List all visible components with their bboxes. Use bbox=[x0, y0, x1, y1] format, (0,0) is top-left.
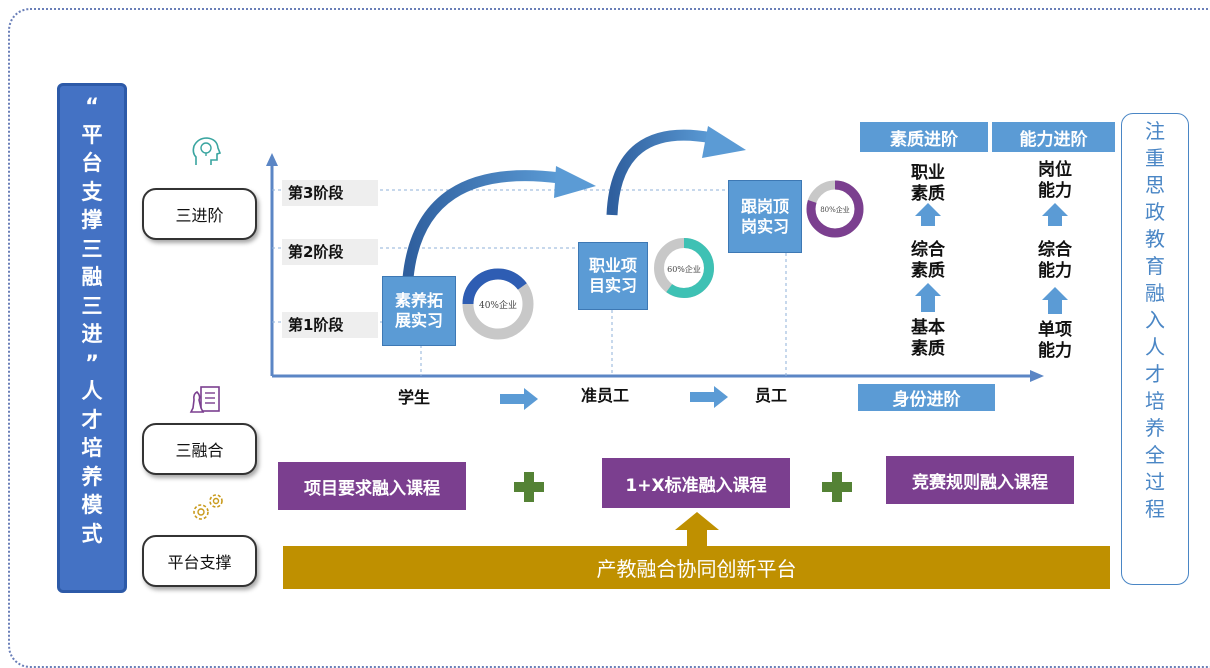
title-char: 支 bbox=[81, 179, 103, 204]
right-arrow-icon bbox=[690, 386, 728, 408]
title-char: 培 bbox=[81, 436, 103, 460]
right-char: 融 bbox=[1145, 281, 1165, 305]
chess-document-icon bbox=[189, 386, 220, 413]
ability-comprehensive: 综合能力 bbox=[1038, 240, 1072, 281]
stage1-label: 第1阶段 bbox=[282, 312, 378, 338]
title-char: 进 bbox=[81, 322, 103, 346]
1x-standard-course-box: 1+X标准融入课程 bbox=[602, 458, 790, 508]
title-char: 人 bbox=[81, 379, 103, 403]
title-char: 三 bbox=[81, 236, 103, 261]
brain-head-icon bbox=[192, 137, 222, 165]
quality-basic: 基本素质 bbox=[911, 318, 945, 359]
up-arrow-icon bbox=[915, 283, 941, 312]
curved-arrow-2 bbox=[606, 129, 714, 216]
plus-icon bbox=[822, 472, 852, 502]
three-advance-box: 三进阶 bbox=[142, 188, 257, 240]
right-char: 注 bbox=[1145, 119, 1165, 143]
donut-40: 40%企业 bbox=[462, 268, 534, 340]
donut-arc bbox=[806, 180, 864, 238]
platform-support-box: 平台支撑 bbox=[142, 535, 257, 587]
x-axis-arrowhead bbox=[1030, 370, 1044, 382]
curved-arrow-1 bbox=[402, 170, 561, 279]
project-course-box: 项目要求融入课程 bbox=[278, 462, 466, 510]
title-char: 养 bbox=[81, 464, 103, 489]
title-char: 融 bbox=[81, 265, 103, 289]
right-char: 重 bbox=[1145, 146, 1165, 170]
identity-progress-label: 身份进阶 bbox=[858, 384, 995, 411]
right-char: 培 bbox=[1145, 389, 1165, 413]
y-axis-arrowhead bbox=[266, 153, 278, 166]
up-arrow-icon bbox=[1042, 203, 1068, 226]
right-char: 才 bbox=[1145, 362, 1165, 386]
donut-80: 80%企业 bbox=[806, 180, 864, 238]
ability-post: 岗位能力 bbox=[1038, 160, 1072, 201]
donut-60: 60%企业 bbox=[654, 238, 714, 298]
right-char: 程 bbox=[1145, 497, 1165, 521]
ability-single: 单项能力 bbox=[1038, 320, 1072, 361]
right-arrow-icon bbox=[500, 388, 538, 410]
right-char: 教 bbox=[1145, 227, 1165, 251]
curved-arrow-1-head bbox=[554, 166, 596, 198]
right-char: 政 bbox=[1145, 200, 1165, 224]
title-char: 撑 bbox=[81, 208, 103, 232]
right-char: 全 bbox=[1145, 443, 1165, 467]
stage3-label: 第3阶段 bbox=[282, 180, 378, 206]
vertical-title: “ 平 台 支 撑 三 融 三 进 ” 人 才 培 养 模 式 bbox=[57, 83, 127, 593]
donut-40-label: 40%企业 bbox=[479, 299, 517, 311]
professional-project-internship-box: 职业项目实习 bbox=[578, 242, 648, 310]
post-internship-box: 跟岗顶岗实习 bbox=[728, 180, 802, 253]
title-char: 才 bbox=[81, 407, 103, 432]
up-arrow-icon bbox=[1042, 287, 1068, 314]
gears-icon bbox=[193, 494, 223, 520]
quality-comprehensive: 综合素质 bbox=[911, 240, 945, 281]
stage2-label: 第2阶段 bbox=[282, 239, 378, 265]
donut-arc bbox=[462, 268, 534, 340]
quality-professional: 职业素质 bbox=[911, 163, 945, 204]
right-char: 思 bbox=[1145, 173, 1165, 197]
donut-arc bbox=[654, 238, 714, 298]
title-char: ” bbox=[85, 350, 99, 375]
platform-bar: 产教融合协同创新平台 bbox=[283, 546, 1110, 589]
competition-course-box: 竞赛规则融入课程 bbox=[886, 456, 1074, 504]
title-char: 平 bbox=[81, 122, 103, 147]
quality-internship-box: 素养拓展实习 bbox=[382, 276, 456, 346]
donut-80-label: 80%企业 bbox=[820, 205, 850, 214]
gold-up-arrow-icon bbox=[675, 512, 719, 548]
right-char: 过 bbox=[1145, 470, 1165, 494]
title-char: 模 bbox=[81, 493, 103, 517]
up-arrow-icon bbox=[915, 203, 941, 226]
right-char: 养 bbox=[1145, 416, 1165, 440]
title-char: 三 bbox=[81, 293, 103, 318]
right-char: 人 bbox=[1145, 335, 1165, 359]
curved-arrow-2-head bbox=[702, 126, 746, 158]
identity-student: 学生 bbox=[398, 388, 431, 407]
title-char: “ bbox=[85, 94, 99, 118]
right-char: 入 bbox=[1145, 308, 1165, 332]
plus-icon bbox=[514, 472, 544, 502]
title-char: 式 bbox=[81, 521, 103, 546]
right-char: 育 bbox=[1145, 254, 1165, 278]
ideological-education-box: 注 重 思 政 教 育 融 入 人 才 培 养 全 过 程 bbox=[1121, 113, 1189, 585]
identity-employee: 员工 bbox=[755, 386, 788, 405]
identity-quasi-employee: 准员工 bbox=[581, 386, 630, 405]
quality-advance-header: 素质进阶 bbox=[860, 122, 988, 152]
ability-advance-header: 能力进阶 bbox=[992, 122, 1115, 152]
title-char: 台 bbox=[81, 151, 103, 175]
three-integration-box: 三融合 bbox=[142, 423, 257, 475]
donut-60-label: 60%企业 bbox=[667, 264, 701, 274]
